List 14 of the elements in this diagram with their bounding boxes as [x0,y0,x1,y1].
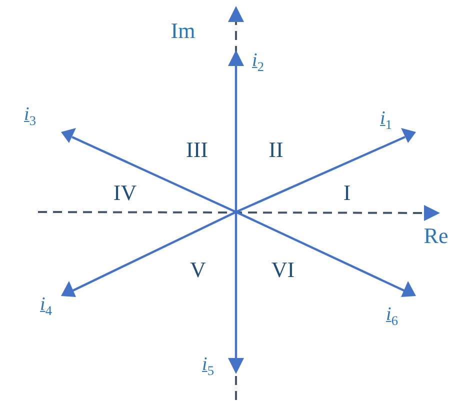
phasor-label: i$_{1}$ [380,108,392,132]
phasor-label: i$_{4}$ [40,294,52,318]
sector-number: V [190,259,206,281]
phasor-label: i$_{2}$ [252,50,264,74]
sector-number: IV [113,182,137,204]
phasor-label: i$_{5}$ [202,354,214,378]
sector-number: VI [271,259,295,281]
axis-label: Im [170,20,196,42]
phasor-label: i$_{6}$ [386,304,398,328]
sector-number: I [343,182,351,204]
axis-label: Re [424,225,448,247]
phasor-label: i$_{3}$ [24,104,36,128]
sector-number: II [268,139,284,161]
sector-number: III [186,139,208,161]
